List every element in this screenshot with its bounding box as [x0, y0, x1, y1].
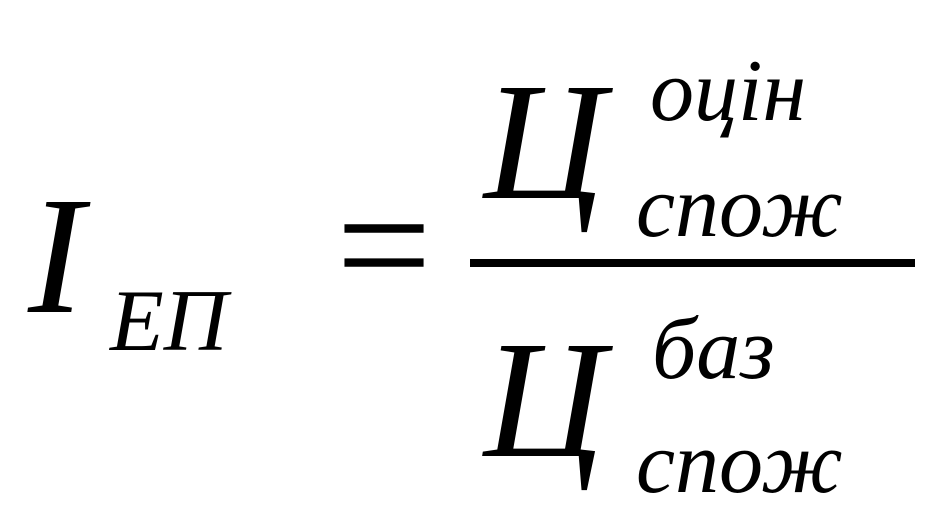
index-symbol: I [28, 163, 84, 349]
numerator-superscript: оцін [650, 43, 807, 140]
denominator-superscript: баз [652, 301, 775, 398]
denominator-subscript: спож [636, 415, 843, 512]
numerator-price-symbol: Ц [484, 49, 606, 235]
fraction-bar [470, 259, 915, 267]
index-subscript: ЕП [110, 273, 228, 370]
equals-sign: = [336, 151, 432, 339]
numerator-subscript: спож [636, 159, 843, 256]
denominator-price-symbol: Ц [484, 307, 606, 493]
